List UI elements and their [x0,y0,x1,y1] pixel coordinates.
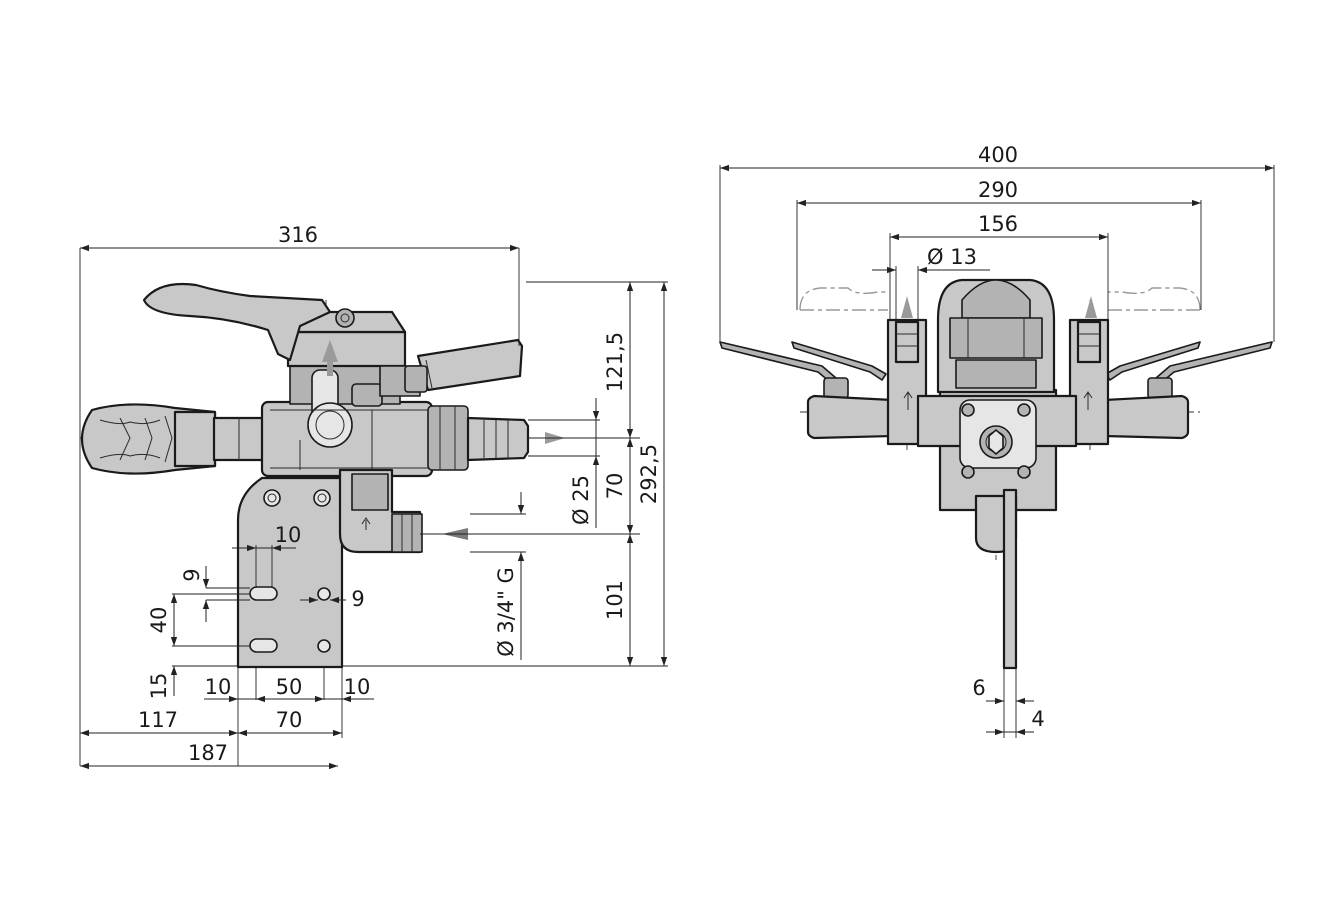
label-156: 156 [978,212,1018,236]
label-290: 290 [978,178,1018,202]
pressure-knob [81,403,266,475]
lever-handle [142,282,332,362]
brand-emblem [988,428,1004,456]
bracket-slot-upper [249,586,278,601]
mounting-plate [1002,488,1018,670]
label-50: 50 [276,675,303,699]
label-d13: Ø 13 [927,245,977,269]
left-outlet-flow-arrow [901,296,913,318]
label-15: 15 [147,673,171,700]
label-292-5: 292,5 [637,444,661,504]
label-6: 6 [972,676,985,700]
label-187: 187 [188,741,228,765]
internal-flow-arrow [322,340,338,362]
right-side-tube [1102,394,1190,440]
label-4: 4 [1031,707,1044,731]
left-side-tube [806,394,894,440]
label-101: 101 [603,580,627,620]
label-70-vertical: 70 [603,473,627,500]
label-316: 316 [278,223,318,247]
mounting-bracket [236,476,344,669]
right-outlet-flow-arrow [1085,296,1097,318]
label-9-left: 9 [180,568,204,581]
bracket-hole-lower [317,639,331,653]
ghost-lever-right [1108,287,1201,311]
side-view: 316 121,5 292,5 70 Ø 25 101 Ø 3/4" G 10 … [79,223,668,770]
valve-body [260,308,530,554]
label-117: 117 [138,708,178,732]
inlet-flow-indicator [361,517,371,530]
outlet-hose-tail [466,416,530,462]
label-thread: Ø 3/4" G [494,567,518,657]
bracket-slot-lower [249,638,278,653]
label-121-5: 121,5 [603,332,627,392]
label-40: 40 [147,607,171,634]
label-10-bottom-left: 10 [205,675,232,699]
front-levers [719,341,1273,399]
right-outlet-nozzle [1076,320,1102,364]
label-9-right: 9 [351,587,364,611]
label-70-horizontal: 70 [276,708,303,732]
left-outlet-nozzle [894,320,920,364]
side-lever [404,338,524,393]
front-view: 400 290 156 Ø 13 6 4 [719,143,1275,738]
label-10-bottom-right: 10 [344,675,371,699]
label-d25: Ø 25 [569,475,593,525]
label-10-top: 10 [275,523,302,547]
front-housing [886,278,1110,670]
bracket-hole-upper [317,587,331,601]
label-400: 400 [978,143,1018,167]
ghost-lever-left [799,287,888,311]
